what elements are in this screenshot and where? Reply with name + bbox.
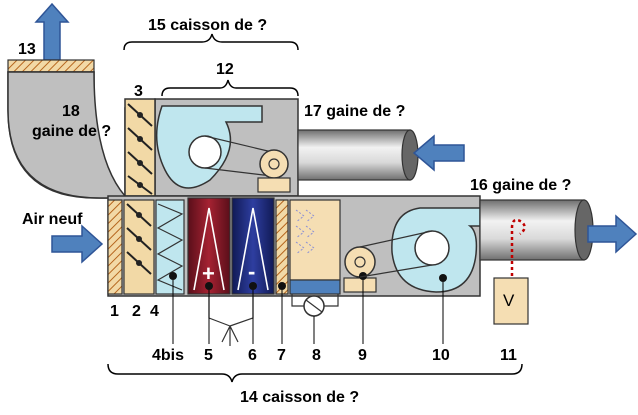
sensor-box: [493, 277, 529, 325]
caption-caisson-bottom: 14 caisson de ?: [240, 389, 359, 406]
label-11: 11: [500, 347, 517, 364]
return-fan-hub: [188, 135, 222, 169]
humidifier-tray: [289, 279, 341, 295]
droplet-eliminator: [275, 199, 289, 295]
sensor-probe: [510, 218, 526, 276]
condensate-drain: [208, 296, 254, 346]
label-10: 10: [432, 347, 450, 364]
label-5: 5: [204, 347, 213, 364]
label-3: 3: [134, 83, 143, 100]
supply-air-arrow: [587, 214, 638, 254]
caption-gaine-17: 17 gaine de ?: [304, 103, 405, 120]
caption-air-neuf: Air neuf: [22, 211, 83, 228]
supply-fan-hub: [414, 230, 450, 266]
label-12: 12: [216, 61, 234, 78]
label-9: 9: [358, 347, 367, 364]
return-air-arrow: [412, 134, 465, 172]
heating-coil: [187, 197, 231, 295]
caption-caisson-top: 15 caisson de ?: [148, 17, 267, 34]
exhaust-arrow: [34, 2, 70, 61]
caption-gaine-18: gaine de ?: [32, 123, 111, 140]
label-7: 7: [277, 347, 286, 364]
label-2: 2: [132, 303, 141, 320]
fresh-air-arrow: [51, 224, 104, 264]
label-13: 13: [18, 41, 36, 58]
exhaust-grille: [7, 59, 95, 73]
inlet-grille: [107, 199, 123, 295]
label-4bis: 4bis: [152, 347, 184, 364]
brace-bottom: [107, 363, 523, 383]
cooling-sign: -: [248, 259, 255, 284]
caption-gaine-18-number: 18: [62, 103, 80, 120]
heating-sign: +: [202, 261, 215, 286]
caption-gaine-16: 16 gaine de ?: [470, 177, 571, 194]
supply-duct-16: [479, 199, 585, 261]
cooling-coil: [231, 197, 275, 295]
sensor-box-label: V: [503, 291, 515, 310]
label-1: 1: [110, 303, 119, 320]
humidifier: [289, 199, 341, 281]
brace-top: [123, 33, 299, 51]
return-duct-17: [297, 129, 411, 181]
brace-12: [161, 79, 299, 97]
label-4: 4: [150, 303, 159, 320]
label-8: 8: [312, 347, 321, 364]
label-6: 6: [248, 347, 257, 364]
